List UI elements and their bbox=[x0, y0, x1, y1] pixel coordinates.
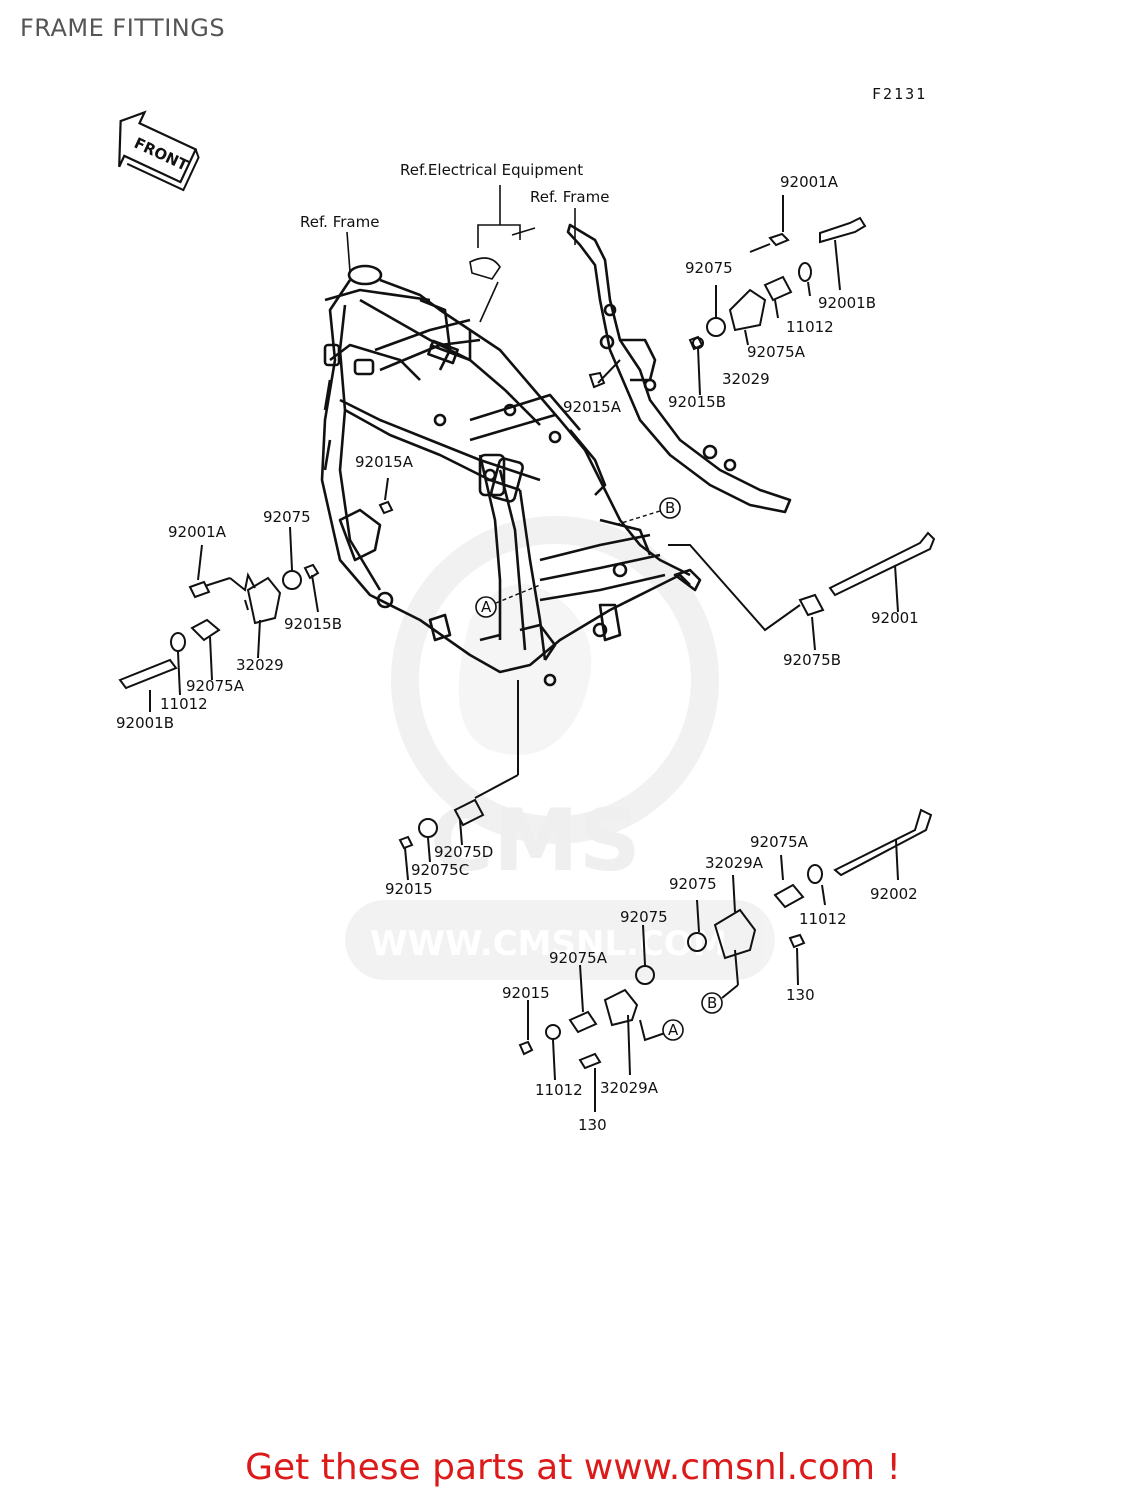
part-label: 130 bbox=[786, 986, 815, 1004]
bottom-right-parts bbox=[687, 808, 933, 999]
watermark-url: WWW.CMSNL.COM bbox=[370, 924, 727, 964]
part-label: 92015A bbox=[563, 398, 622, 416]
part-label: 92001A bbox=[168, 523, 227, 541]
part-label: 92075A bbox=[549, 949, 608, 967]
part-label: 92001A bbox=[780, 173, 839, 191]
rear-frame-rail bbox=[566, 223, 792, 514]
electrical-bracket bbox=[469, 185, 536, 323]
callout-b-lower: B bbox=[707, 994, 717, 1012]
part-label: 92015B bbox=[668, 393, 726, 411]
part-label: 92075 bbox=[685, 259, 733, 277]
callout-b-markers bbox=[659, 497, 723, 1014]
watermark-brand: CMS bbox=[430, 791, 641, 891]
part-label: 92075A bbox=[186, 677, 245, 695]
part-label: 32029A bbox=[705, 854, 764, 872]
left-mount-parts bbox=[118, 526, 320, 712]
lower-center-parts bbox=[398, 680, 519, 881]
footer-link[interactable]: Get these parts at www.cmsnl.com ! bbox=[245, 1447, 901, 1488]
ref-frame-right-label: Ref. Frame bbox=[530, 188, 609, 206]
part-label: 92002 bbox=[870, 885, 918, 903]
ref-electrical-label: Ref.Electrical Equipment bbox=[400, 161, 583, 179]
callout-b-upper: B bbox=[665, 499, 675, 517]
part-label: 92075C bbox=[411, 861, 469, 879]
part-label: 92001 bbox=[871, 609, 919, 627]
part-label: 92015 bbox=[385, 880, 433, 898]
part-label: 32029 bbox=[236, 656, 284, 674]
figure-code: F2131 bbox=[872, 85, 927, 103]
part-label: 92075 bbox=[669, 875, 717, 893]
bottom-left-parts bbox=[518, 924, 666, 1112]
mid-nut bbox=[378, 477, 394, 515]
part-labels: 92001A 92075 92001B 11012 92075A 32029 9… bbox=[116, 173, 919, 1134]
callout-a-upper: A bbox=[481, 598, 492, 616]
part-label: 92001B bbox=[818, 294, 876, 312]
part-label: 92075A bbox=[747, 343, 806, 361]
part-label: 11012 bbox=[786, 318, 834, 336]
part-label: 92015B bbox=[284, 615, 342, 633]
main-frame bbox=[320, 264, 702, 687]
part-label: 92015A bbox=[355, 453, 414, 471]
cms-watermark: CMS WWW.CMSNL.COM bbox=[345, 516, 775, 980]
part-label: 11012 bbox=[535, 1081, 583, 1099]
page-title: FRAME FITTINGS bbox=[20, 14, 226, 42]
callout-a-lower: A bbox=[668, 1021, 679, 1039]
part-label: 92001B bbox=[116, 714, 174, 732]
part-label: 92015 bbox=[502, 984, 550, 1002]
front-arrow-icon: FRONT bbox=[118, 110, 200, 192]
part-label: 92075 bbox=[263, 508, 311, 526]
part-label: 11012 bbox=[160, 695, 208, 713]
frame-fittings-diagram: CMS WWW.CMSNL.COM F2131 FRONT Ref.Electr… bbox=[116, 85, 936, 1134]
ref-frame-left-label: Ref. Frame bbox=[300, 213, 379, 231]
part-label: 11012 bbox=[799, 910, 847, 928]
top-right-mount-parts bbox=[588, 195, 867, 396]
part-label: 130 bbox=[578, 1116, 607, 1134]
part-label: 32029 bbox=[722, 370, 770, 388]
callout-a-markers bbox=[475, 596, 684, 1041]
part-label: 92075A bbox=[750, 833, 809, 851]
right-bolt-group bbox=[668, 531, 936, 651]
part-label: 32029A bbox=[600, 1079, 659, 1097]
part-label: 92075B bbox=[783, 651, 841, 669]
part-label: 92075 bbox=[620, 908, 668, 926]
part-label: 92075D bbox=[434, 843, 493, 861]
